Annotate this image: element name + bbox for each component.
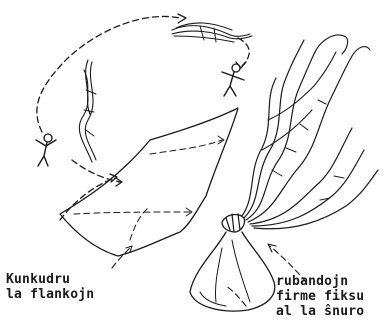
ribbons (242, 35, 378, 282)
person-right-icon (222, 64, 244, 96)
caption-line: rubandojn (276, 274, 364, 289)
label-leader-left (112, 246, 132, 268)
person-left-icon (36, 134, 56, 166)
caption-line: Kunkudru (6, 272, 94, 287)
caption-fold-edges: Kunkudru la flankojn (6, 272, 94, 302)
caption-line: firme fiksu (276, 289, 364, 304)
caption-fix-ribbons: rubandojn firme fiksu al la ŝnuro (276, 274, 364, 319)
caption-line: al la ŝnuro (276, 304, 364, 319)
flying-sock-top (172, 23, 252, 42)
caption-line: la flankojn (6, 287, 94, 302)
falling-ribbon-left (79, 60, 96, 162)
